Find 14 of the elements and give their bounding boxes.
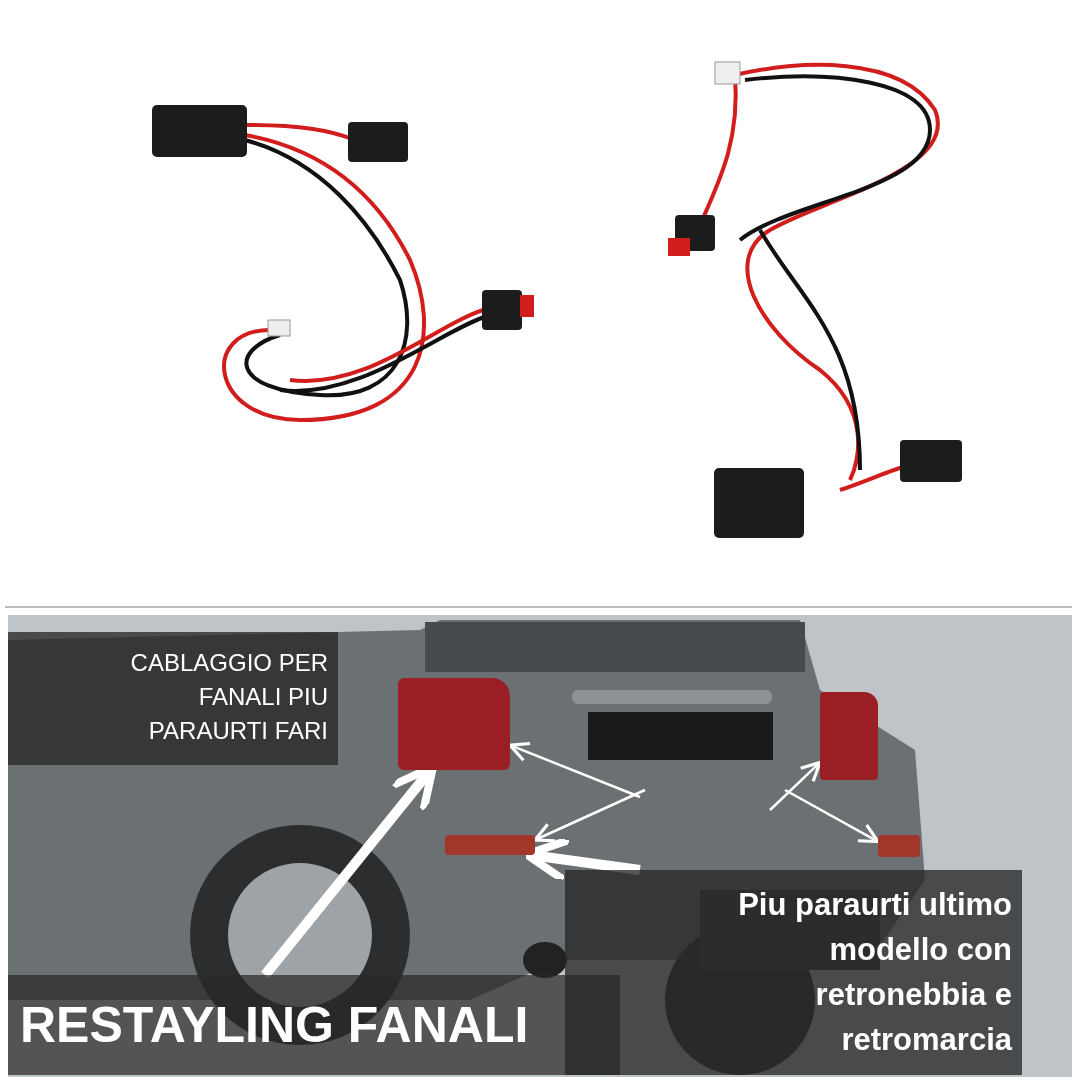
- text-box: [565, 870, 1022, 1075]
- bumper-reflector-marker: [878, 835, 920, 857]
- caption-text: Piu paraurti ultimo modello con retronebbia e retromarcia: [737, 886, 1014, 1059]
- title-band: [8, 975, 620, 1075]
- arrow: [784, 788, 880, 844]
- bumper-reflector-marker: [445, 835, 535, 855]
- caption-text: CABLAGGIO PER FANALI PIU PARAURTI FARI: [129, 648, 329, 746]
- tail-light-marker: [398, 678, 510, 770]
- arrow: [508, 741, 641, 799]
- arrow: [533, 788, 646, 843]
- title-text: RESTAYLING FANALI: [19, 996, 530, 1053]
- arrow: [769, 760, 822, 811]
- text-box: [8, 632, 338, 765]
- tail-light-marker: [820, 692, 878, 780]
